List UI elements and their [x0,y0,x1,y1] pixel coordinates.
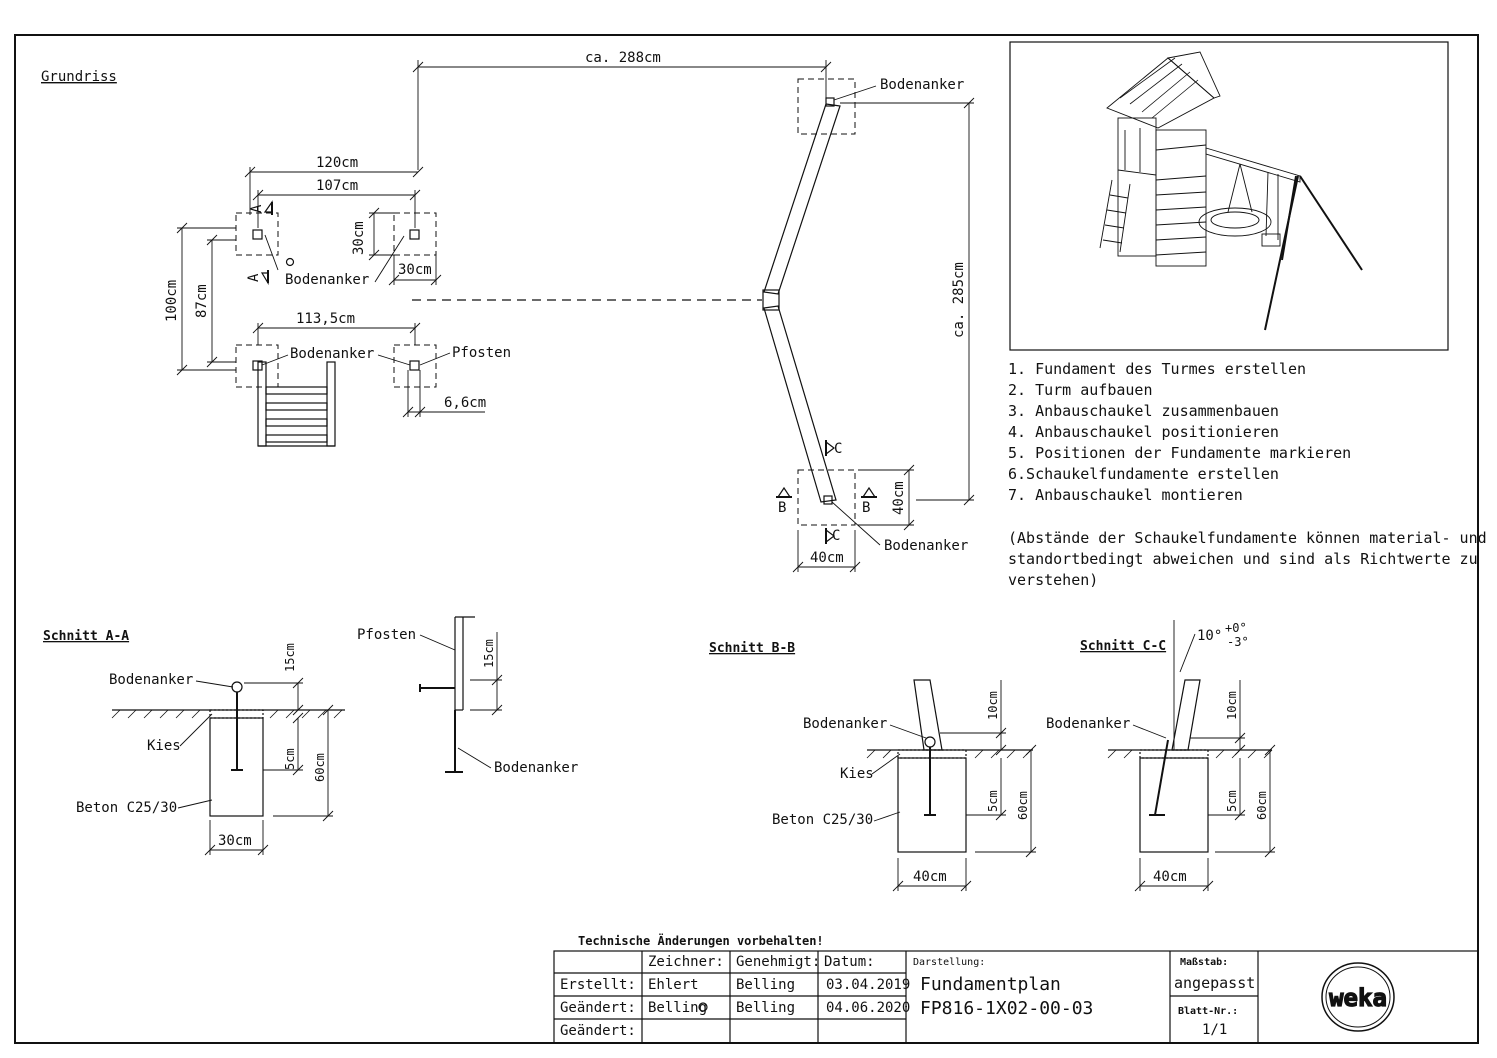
th-blatt: Blatt-Nr.: [1178,1006,1238,1017]
bb-dim-60: 60cm [1016,791,1030,820]
dim-40-horiz: 40cm [810,550,844,566]
cc-dim-60: 60cm [1255,791,1269,820]
section-c-top: C [834,441,842,457]
blatt-value: 1/1 [1202,1022,1227,1038]
note-line-3: verstehen) [1008,571,1098,589]
bb-dim-40: 40cm [913,869,947,885]
floor-plan: Grundriss ca. 288cm 120cm 107cm [41,50,975,573]
dim-87: 87cm [194,284,210,318]
th-zeichner: Zeichner: [648,954,724,970]
dim-6-6: 6,6cm [444,395,486,411]
step-5: 5. Positionen der Fundamente markieren [1008,444,1351,462]
dim-30-vert: 30cm [351,221,367,255]
darstellung-name: Fundamentplan [920,974,1061,995]
plan-title: Grundriss [41,69,117,85]
bb-dim-5: 5cm [986,790,1000,812]
aa-label-anker: Bodenanker [109,672,193,688]
ladder [257,361,336,447]
th-massstab: Maßstab: [1180,957,1228,968]
aa-dim-15: 15cm [283,643,297,672]
row1-label: Erstellt: [560,977,636,993]
section-cc-title: Schnitt C-C [1080,639,1166,654]
bb-label-beton: Beton C25/30 [772,812,873,828]
section-a-top: A [249,204,265,213]
step-1: 1. Fundament des Turmes erstellen [1008,360,1306,378]
step-6: 6.Schaukelfundamente erstellen [1008,465,1279,483]
th-darstellung: Darstellung: [913,957,985,968]
label-pfosten: Pfosten [452,345,511,361]
label-bodenanker-3: Bodenanker [880,77,964,93]
dim-120: 120cm [316,155,358,171]
bb-dim-10: 10cm [986,691,1000,720]
aa-label-beton: Beton C25/30 [76,800,177,816]
aa-dim-30: 30cm [218,833,252,849]
dim-40-vert: 40cm [891,481,907,515]
aa-dim-60: 60cm [313,753,327,782]
section-b-right: B [862,500,870,516]
weka-logo: weka [1321,962,1395,1032]
section-a-bottom: A [246,273,262,282]
dim-30-horiz: 30cm [398,262,432,278]
note-text: (Abstände der Schaukelfundamente können … [1008,529,1487,589]
step-4: 4. Anbauschaukel positionieren [1008,423,1279,441]
section-cc: Schnitt C-C 10° +0° -3° Bodenanker 10cm … [1046,620,1276,892]
row1-datum: 03.04.2019 [826,977,910,993]
cc-angle-lower: -3° [1227,635,1249,649]
section-c-bottom: C [832,528,840,544]
darstellung-number: FP816-1X02-00-03 [920,998,1093,1019]
dim-107: 107cm [316,178,358,194]
cc-angle-upper: +0° [1225,621,1247,635]
playset-illustration [1009,41,1449,351]
bb-label-anker: Bodenanker [803,716,887,732]
dim-285: ca. 285cm [951,262,967,338]
section-b-left: B [778,500,786,516]
cc-label-anker: Bodenanker [1046,716,1130,732]
label-bodenanker-4: Bodenanker [884,538,968,554]
section-aa: Schnitt A-A Bodenanker Kies Beton C25/30… [43,616,578,856]
swing-frame [762,97,841,505]
steps-list: 1. Fundament des Turmes erstellen 2. Turm… [1008,360,1351,504]
note-line-1: (Abstände der Schaukelfundamente können … [1008,529,1487,547]
th-genehmigt: Genehmigt: [736,954,820,970]
step-7: 7. Anbauschaukel montieren [1008,486,1243,504]
aa-dim-5: 5cm [283,748,297,770]
row1-zeichner: Ehlert [648,977,699,993]
aa-label-anker-2: Bodenanker [494,760,578,776]
step-2: 2. Turm aufbauen [1008,381,1153,399]
cc-dim-10: 10cm [1225,691,1239,720]
aa-label-kies: Kies [147,738,181,754]
bb-label-kies: Kies [840,766,874,782]
logo-text: weka [1329,984,1387,1012]
row1-genehmigt: Belling [736,977,795,993]
section-bb-title: Schnitt B-B [709,641,795,656]
aa-label-pfosten: Pfosten [357,627,416,643]
cc-dim-5: 5cm [1225,790,1239,812]
title-block: Technische Änderungen vorbehalten! Zeich… [553,933,1479,1044]
dim-100: 100cm [164,280,180,322]
note-line-2: standortbedingt abweichen und sind als R… [1008,550,1478,568]
disclaimer: Technische Änderungen vorbehalten! [578,933,824,948]
aa-dim-15-post: 15cm [482,639,496,668]
massstab-value: angepasst [1174,974,1255,992]
row2-zeichner: Belling [648,1000,707,1016]
row2-genehmigt: Belling [736,1000,795,1016]
section-bb: Schnitt B-B Bodenanker Kies Beton C25/30… [709,641,1037,892]
signature-mark [698,1002,708,1012]
dim-288: ca. 288cm [585,50,661,66]
row3-label: Geändert: [560,1023,636,1039]
cc-dim-40: 40cm [1153,869,1187,885]
step-3: 3. Anbauschaukel zusammenbauen [1008,402,1279,420]
cc-angle: 10° [1197,628,1222,644]
th-datum: Datum: [824,954,875,970]
dim-113-5: 113,5cm [296,311,355,327]
row2-datum: 04.06.2020 [826,1000,910,1016]
section-aa-title: Schnitt A-A [43,629,129,644]
label-bodenanker-1: Bodenanker [285,272,369,288]
row2-label: Geändert: [560,1000,636,1016]
label-bodenanker-2: Bodenanker [290,346,374,362]
